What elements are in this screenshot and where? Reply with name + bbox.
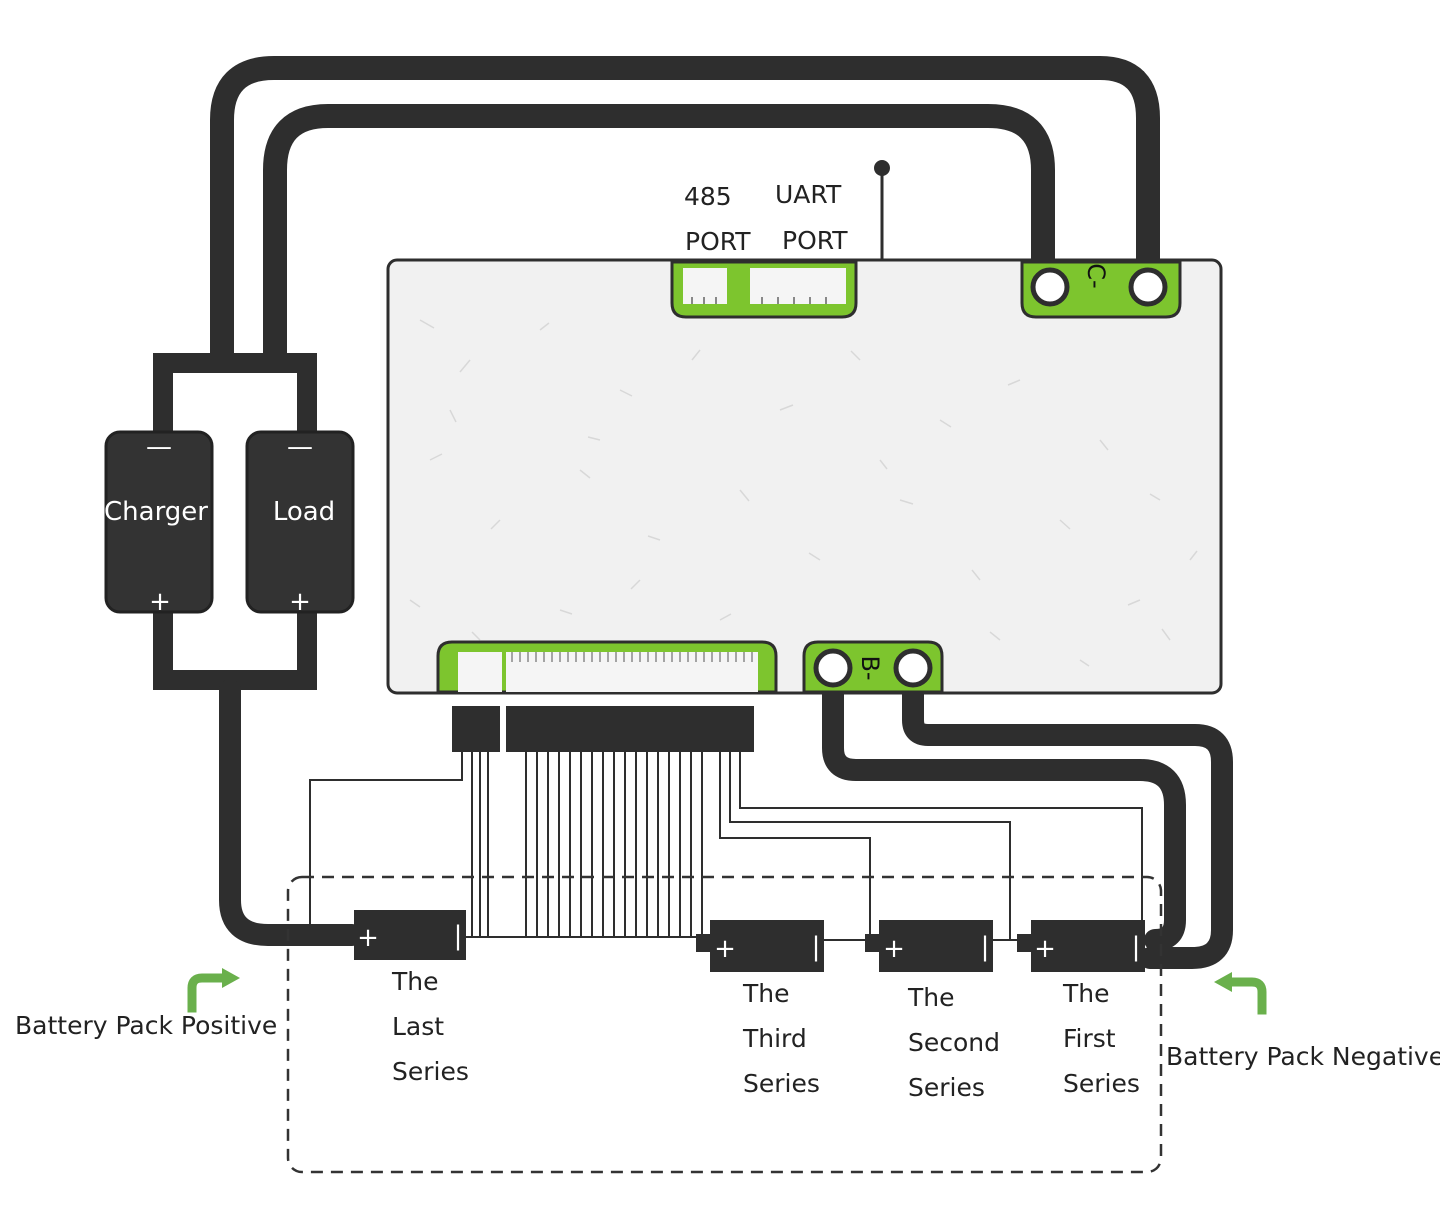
cell-third-minus: | bbox=[812, 932, 821, 962]
charger-minus-sign: — bbox=[146, 432, 172, 462]
load-label: Load bbox=[273, 497, 335, 527]
cell-second-series: + | bbox=[865, 920, 993, 972]
cell-first-line1: The bbox=[1062, 979, 1110, 1008]
charger-device: — Charger + bbox=[104, 430, 214, 617]
cell-second-line1: The bbox=[907, 983, 955, 1012]
port-uart-line1: UART bbox=[775, 180, 842, 209]
cell-second-line3: Series bbox=[908, 1073, 985, 1102]
load-minus-sign: — bbox=[287, 432, 313, 462]
port-485-line2: PORT bbox=[685, 227, 751, 256]
bms-board bbox=[386, 258, 1223, 695]
pack-positive-label: Battery Pack Positive bbox=[15, 1011, 277, 1040]
cell-last-line2: Last bbox=[392, 1012, 444, 1041]
load-plus-sign: + bbox=[289, 587, 311, 617]
cell-second-plus: + bbox=[883, 934, 905, 964]
pack-negative-arrow-icon bbox=[1227, 977, 1267, 1015]
cell-third-line2: Third bbox=[742, 1024, 807, 1053]
port-connector bbox=[670, 260, 858, 319]
cell-second-minus: | bbox=[981, 932, 990, 962]
cell-last-series: + | bbox=[354, 910, 466, 960]
cell-labels: The Last Series The Third Series The Sec… bbox=[391, 967, 1140, 1102]
charger-negative-cable bbox=[210, 56, 1160, 372]
c-minus-pad: C- bbox=[1020, 260, 1182, 319]
cell-last-minus: | bbox=[454, 921, 463, 951]
load-device: — Load + bbox=[245, 430, 355, 617]
cell-last-line1: The bbox=[391, 967, 439, 996]
negative-cables bbox=[210, 56, 1160, 372]
cell-third-plus: + bbox=[714, 934, 736, 964]
c-minus-label: C- bbox=[1082, 263, 1110, 288]
device-bus bbox=[153, 353, 317, 690]
balance-header bbox=[436, 640, 778, 694]
cell-first-minus: | bbox=[1132, 932, 1141, 962]
pack-negative-label: Battery Pack Negative bbox=[1166, 1042, 1440, 1071]
cell-second-line2: Second bbox=[908, 1028, 1000, 1057]
port-labels: 485 PORT UART PORT bbox=[684, 180, 848, 256]
pack-positive-annotation: Battery Pack Positive bbox=[15, 968, 277, 1040]
battery-pack-outline bbox=[286, 875, 1163, 1174]
b-minus-pad: B- bbox=[802, 640, 944, 694]
balance-plug bbox=[452, 706, 754, 752]
port-485-line1: 485 bbox=[684, 182, 732, 211]
balance-wires bbox=[309, 752, 1143, 941]
b-minus-cables bbox=[822, 659, 1233, 969]
pack-negative-annotation: Battery Pack Negative bbox=[1166, 972, 1440, 1071]
charger-plus-sign: + bbox=[149, 587, 171, 617]
cell-first-line2: First bbox=[1063, 1024, 1116, 1053]
cell-third-line3: Series bbox=[743, 1069, 820, 1098]
cell-last-line3: Series bbox=[392, 1057, 469, 1086]
cell-first-line3: Series bbox=[1063, 1069, 1140, 1098]
b-minus-label: B- bbox=[856, 655, 884, 680]
cell-last-plus: + bbox=[357, 923, 379, 953]
cell-first-series: + | bbox=[1017, 920, 1145, 972]
cell-third-series: + | bbox=[696, 920, 824, 972]
cell-third-line1: The bbox=[742, 979, 790, 1008]
cell-first-plus: + bbox=[1034, 934, 1056, 964]
pack-positive-arrow-icon bbox=[187, 973, 227, 1013]
antenna bbox=[874, 160, 890, 260]
pack-positive-cable bbox=[219, 679, 363, 946]
load-negative-cable bbox=[263, 104, 1055, 372]
board-texture bbox=[409, 319, 1198, 667]
port-uart-line2: PORT bbox=[782, 226, 848, 255]
charger-label: Charger bbox=[104, 497, 208, 527]
